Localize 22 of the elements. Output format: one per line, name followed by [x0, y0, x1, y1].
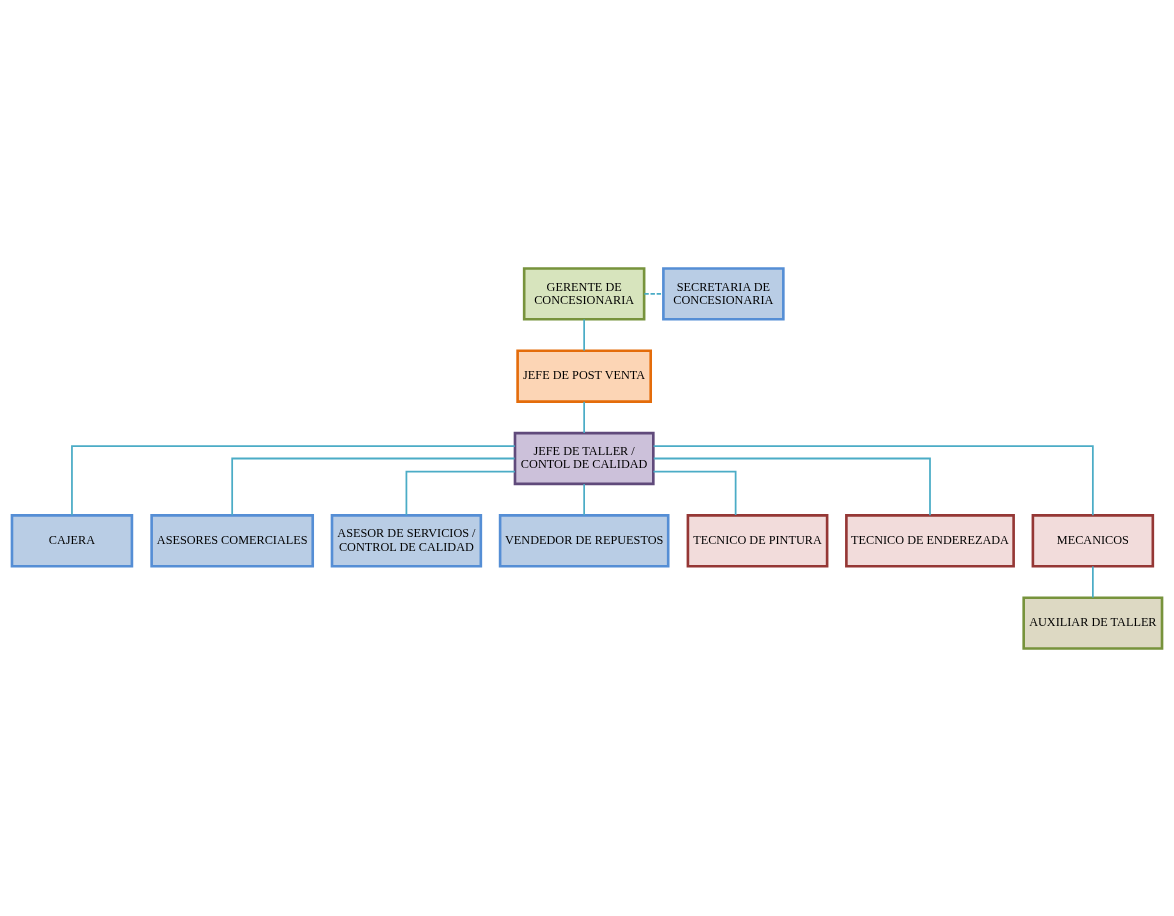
connector [71, 444, 516, 516]
node-box: AUXILIAR DE TALLER [1022, 595, 1164, 650]
connector [652, 470, 737, 516]
connector [583, 400, 586, 434]
connector [231, 457, 516, 516]
node-box: TECNICO DE PINTURA [686, 513, 829, 567]
connector [1092, 565, 1094, 598]
node-box: VENDEDOR DE REPUESTOS [498, 513, 670, 567]
connector [405, 470, 516, 516]
node-box: ASESORES COMERCIALES [150, 513, 315, 567]
connector [652, 457, 931, 516]
connector [583, 318, 586, 351]
node-box: MECANICOS [1031, 513, 1155, 567]
node-box: SECRETARIA DE CONCESIONARIA [662, 266, 785, 321]
node-box: ASESOR DE SERVICIOS / CONTROL DE CALIDAD [330, 513, 483, 567]
connector [583, 482, 586, 516]
node-box: GERENTE DE CONCESIONARIA [522, 266, 646, 321]
connector [652, 444, 1094, 516]
node-box: JEFE DE TALLER / CONTOL DE CALIDAD [513, 431, 655, 485]
node-box: CAJERA [10, 513, 134, 567]
node-box: JEFE DE POST VENTA [516, 349, 652, 403]
node-box: TECNICO DE ENDEREZADA [845, 513, 1015, 567]
